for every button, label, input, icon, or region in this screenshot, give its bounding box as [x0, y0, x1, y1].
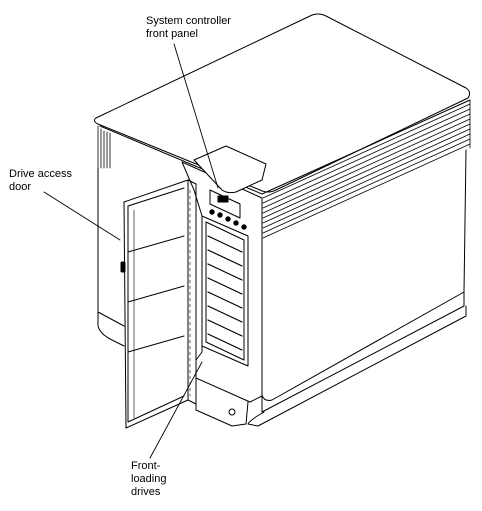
- system-controller-label-line1: System controller: [146, 15, 231, 27]
- front-loading-drives-label-line2: loading: [131, 473, 167, 485]
- system-controller-label-line2: front panel: [146, 28, 198, 40]
- drive-access-door-label-line2: door: [9, 181, 32, 193]
- chassis-top: [93, 13, 471, 195]
- chassis-base: [195, 399, 249, 427]
- leader-front-loading-drives: [149, 361, 203, 459]
- door-handle-icon: [120, 261, 126, 273]
- leader-drive-access-door: [43, 191, 121, 241]
- drive-bay-frame: [181, 161, 263, 403]
- callout-leaders: [43, 43, 219, 459]
- system-controller-label: System controller front panel: [146, 15, 231, 41]
- leader-system-controller: [173, 43, 219, 189]
- drive-access-door-label: Drive access door: [9, 168, 72, 194]
- front-loading-drive-slots: [207, 235, 243, 351]
- front-loading-drives-label: Front- loading drives: [131, 460, 166, 499]
- chassis-left-side: [97, 167, 125, 347]
- system-controller-panel: [193, 145, 267, 230]
- drive-access-door: [123, 179, 197, 429]
- chassis-front-panel: [247, 149, 467, 427]
- front-loading-drives-label-line1: Front-: [131, 460, 161, 472]
- front-loading-drives-label-line3: drives: [131, 486, 161, 498]
- drive-access-door-label-line1: Drive access: [9, 168, 72, 180]
- rear-vent-grille: [97, 99, 471, 239]
